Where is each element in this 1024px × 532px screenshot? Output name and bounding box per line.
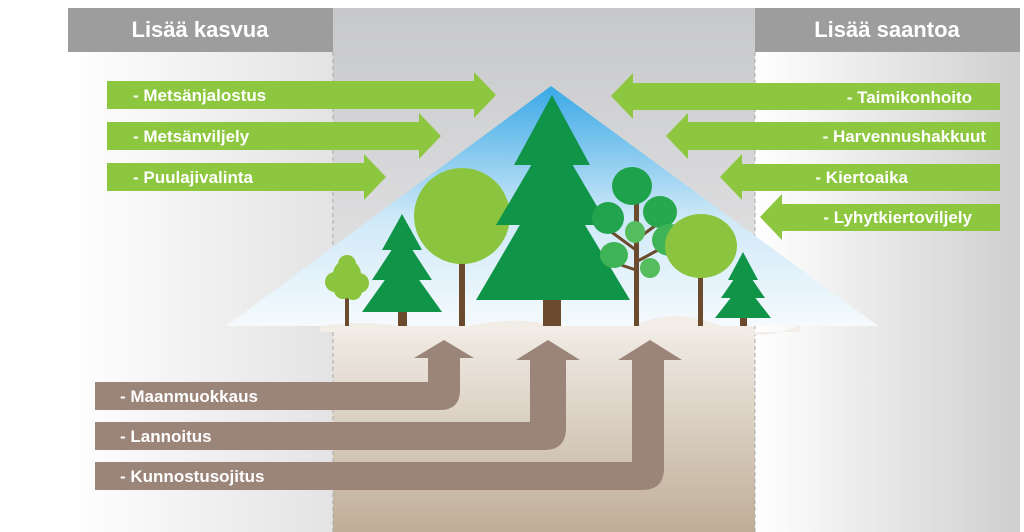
right-arrow-label-2: - Harvennushakkuut [823,127,987,146]
right-arrow-2: - Harvennushakkuut [666,113,1000,159]
soil-arrow-label-2: - Lannoitus [120,427,212,446]
soil-arrow-label-1: - Maanmuokkaus [120,387,258,406]
right-arrow-label-4: - Lyhytkiertoviljely [823,208,972,227]
right-arrow-1: - Taimikonhoito [611,73,1000,119]
round-tree-right [665,214,737,326]
right-arrow-label-3: - Kiertoaika [815,168,908,187]
left-arrow-1: - Metsänjalostus [107,72,496,118]
left-arrow-label-2: - Metsänviljely [133,127,250,146]
left-header: Lisää kasvua [132,17,270,42]
small-spruce-left [362,214,442,326]
left-arrow-2: - Metsänviljely [107,113,441,159]
soil-arrow-3: - Kunnostusojitus [95,340,682,490]
left-header-bar [68,8,333,52]
large-spruce [476,95,630,326]
soil-arrow-1: - Maanmuokkaus [95,340,474,410]
small-round-tree [325,255,369,326]
left-arrow-label-3: - Puulajivalinta [133,168,254,187]
left-arrow-label-1: - Metsänjalostus [133,86,266,105]
right-arrow-3: - Kiertoaika [720,154,1000,200]
soil-arrow-2: - Lannoitus [95,340,580,450]
right-arrow-label-1: - Taimikonhoito [847,88,972,107]
left-arrow-3: - Puulajivalinta [107,154,386,200]
right-header-bar [755,8,1020,52]
right-arrow-4: - Lyhytkiertoviljely [760,194,1000,240]
round-tree-left [414,168,510,326]
small-spruce-right [715,252,771,326]
right-header: Lisää saantoa [814,17,960,42]
birch-tree [592,167,688,326]
soil-arrow-label-3: - Kunnostusojitus [120,467,264,486]
ground-line [320,316,800,335]
